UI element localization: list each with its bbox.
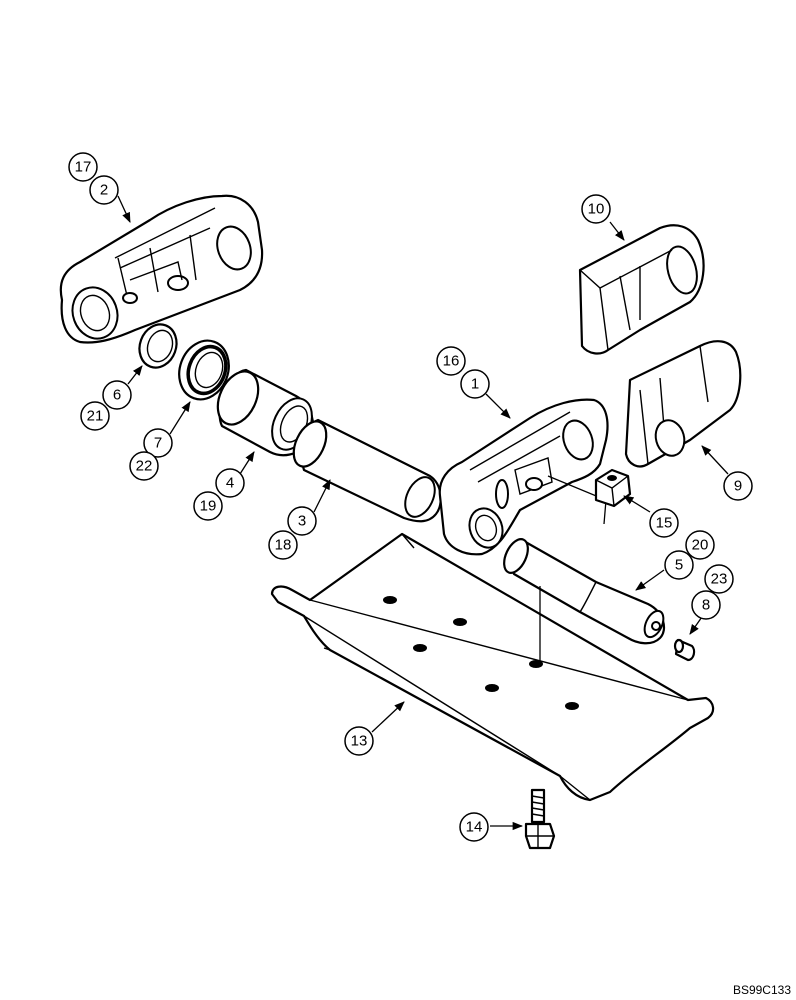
track-link-right-drawing bbox=[438, 398, 609, 556]
callout-13-label: 13 bbox=[351, 733, 368, 750]
callout-6: 6 bbox=[102, 380, 132, 410]
callout-14: 14 bbox=[459, 812, 489, 842]
callout-20-label: 20 bbox=[692, 537, 709, 554]
callout-3-label: 3 bbox=[298, 513, 306, 530]
leader-15 bbox=[623, 495, 651, 513]
callout-9-label: 9 bbox=[734, 478, 742, 495]
callout-3: 3 bbox=[287, 506, 317, 536]
callout-1-label: 1 bbox=[471, 376, 479, 393]
callout-8: 8 bbox=[691, 590, 721, 620]
pin-3-drawing bbox=[292, 418, 442, 523]
leader-6 bbox=[127, 365, 143, 385]
leader-2 bbox=[117, 195, 131, 223]
callout-7-label: 7 bbox=[154, 435, 162, 452]
link-half-9-drawing bbox=[624, 340, 742, 468]
callout-13: 13 bbox=[344, 726, 374, 756]
callout-17: 17 bbox=[68, 152, 98, 182]
bolt-drawing bbox=[524, 788, 556, 850]
callout-14-label: 14 bbox=[466, 819, 483, 836]
figure-code: BS99C133 bbox=[733, 983, 791, 997]
callout-9: 9 bbox=[723, 471, 753, 501]
seal-7-drawing bbox=[178, 339, 230, 401]
retainer-drawing bbox=[673, 638, 696, 662]
callout-5: 5 bbox=[664, 550, 694, 580]
callout-18-label: 18 bbox=[275, 537, 292, 554]
callout-23-label: 23 bbox=[711, 571, 728, 588]
callout-5-label: 5 bbox=[675, 557, 683, 574]
callout-18: 18 bbox=[268, 530, 298, 560]
callout-19: 19 bbox=[193, 491, 223, 521]
seal-ring-6-drawing bbox=[138, 323, 178, 369]
callout-22: 22 bbox=[129, 451, 159, 481]
callout-23: 23 bbox=[704, 564, 734, 594]
callout-10-label: 10 bbox=[588, 201, 605, 218]
callout-4: 4 bbox=[215, 468, 245, 498]
nut-drawing bbox=[594, 468, 632, 508]
callout-1: 1 bbox=[460, 369, 490, 399]
callout-7: 7 bbox=[143, 428, 173, 458]
leader-7 bbox=[169, 401, 191, 435]
callout-16: 16 bbox=[436, 346, 466, 376]
callout-2: 2 bbox=[89, 175, 119, 205]
leader-3 bbox=[313, 479, 331, 513]
callout-10: 10 bbox=[581, 194, 611, 224]
bushing-drawing bbox=[216, 368, 314, 457]
leader-10 bbox=[609, 221, 625, 241]
callout-6-label: 6 bbox=[113, 387, 121, 404]
callout-15-label: 15 bbox=[656, 515, 673, 532]
callout-22-label: 22 bbox=[136, 458, 153, 475]
leader-lines bbox=[117, 195, 729, 831]
leader-9 bbox=[701, 445, 729, 475]
callout-2-label: 2 bbox=[100, 182, 108, 199]
callout-4-label: 4 bbox=[226, 475, 234, 492]
callout-19-label: 19 bbox=[200, 498, 217, 515]
link-half-10-drawing bbox=[578, 224, 705, 355]
master-pin-drawing bbox=[503, 538, 666, 645]
callout-21-label: 21 bbox=[87, 408, 104, 425]
callout-20: 20 bbox=[685, 530, 715, 560]
callout-17-label: 17 bbox=[75, 159, 92, 176]
leader-13 bbox=[371, 701, 405, 733]
leader-4 bbox=[239, 451, 255, 475]
callout-15: 15 bbox=[649, 508, 679, 538]
callout-8-label: 8 bbox=[702, 597, 710, 614]
leader-1 bbox=[485, 393, 511, 419]
track-shoe-drawing bbox=[270, 532, 715, 802]
callout-16-label: 16 bbox=[443, 353, 460, 370]
track-link-left-drawing bbox=[59, 194, 264, 344]
callout-21: 21 bbox=[80, 401, 110, 431]
leader-5 bbox=[635, 569, 665, 591]
